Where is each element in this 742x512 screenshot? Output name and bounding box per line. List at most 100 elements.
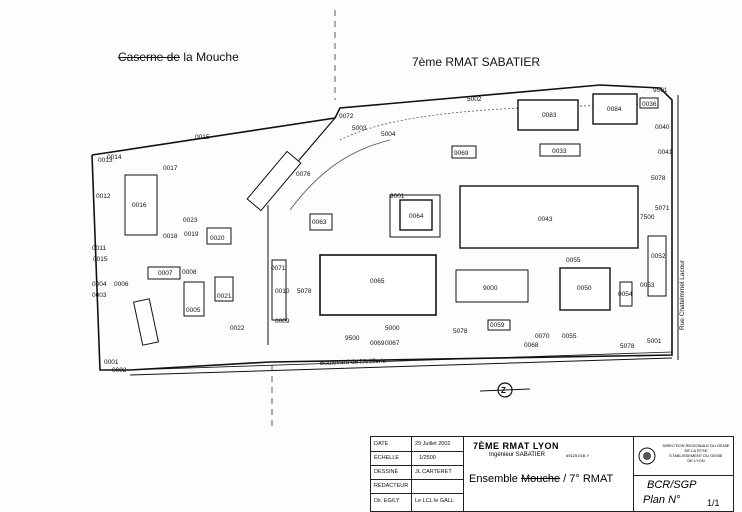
label-0003: 0003 — [92, 292, 107, 299]
label-0018: 0018 — [163, 233, 178, 240]
tb-plan-label: Plan N° — [643, 494, 681, 506]
label-0023: 0023 — [183, 217, 198, 224]
tb-hline — [633, 475, 733, 476]
label-0083: 0083 — [542, 112, 557, 119]
tb-direction-line: DIRECTION REGIONALE DU GENIE — [662, 443, 730, 448]
label-0020: 0020 — [210, 235, 225, 242]
label-5000: 5000 — [385, 325, 400, 332]
label-5078a: 5078 — [651, 175, 666, 182]
building-0054 — [619, 281, 633, 307]
label-0067: 0067 — [385, 340, 400, 347]
label-0059: 0059 — [490, 322, 505, 329]
title-block: DATE 29 Juillet 2002 ÉCHELLE 1/2500 DESS… — [370, 436, 734, 512]
building-0052 — [647, 235, 667, 297]
building-0016 — [124, 174, 158, 236]
label-0033: 0033 — [552, 148, 567, 155]
tb-rowline — [371, 465, 463, 466]
label-0016: 0016 — [132, 202, 147, 209]
tb-bcr: BCR/SGP — [647, 479, 697, 491]
label-0070: 0070 — [535, 333, 550, 340]
tb-direction-line: ETABLISSEMENT DU GENIE — [669, 453, 723, 458]
compass-label: Z — [501, 386, 506, 395]
label-0017: 0017 — [163, 165, 178, 172]
building-0063 — [309, 213, 333, 231]
building-0064 — [399, 199, 433, 231]
label-5078d: 5078 — [620, 343, 635, 350]
tb-engineer: Ingénieur SABATIER — [489, 452, 545, 458]
tb-drawn-value: JL CARTERET — [415, 469, 452, 475]
label-0009: 0009 — [275, 318, 290, 325]
tb-midline — [633, 437, 634, 511]
boulevard-line-inner — [127, 351, 673, 371]
building-9069 — [451, 145, 477, 159]
tb-drawn-label: DESSINÉ — [374, 469, 399, 475]
rue-label: Rue Chatelmmel Lacour — [679, 259, 686, 330]
label-5004: 5004 — [381, 131, 396, 138]
label-0004: 0004 — [92, 281, 107, 288]
boulevard-line — [129, 357, 673, 376]
label-0001: 0001 — [104, 359, 119, 366]
label-0076: 0076 — [296, 171, 311, 178]
label-0084: 0084 — [607, 106, 622, 113]
label-5002: 5002 — [467, 96, 482, 103]
header-center: 7ème RMAT SABATIER — [412, 55, 541, 69]
building-0076 — [246, 150, 302, 212]
tb-rowline — [371, 493, 463, 494]
rail-curve — [289, 139, 391, 211]
site-boundary — [91, 84, 673, 371]
building-0007 — [147, 266, 181, 280]
label-0043: 0043 — [538, 216, 553, 223]
building-9000 — [455, 269, 529, 303]
tb-direction: DIRECTION REGIONALE DU GENIE DE LA RTSE … — [661, 443, 731, 463]
tb-org: 7ÈME RMAT LYON — [473, 441, 560, 451]
label-0072: 0072 — [339, 113, 354, 120]
label-0012: 0012 — [96, 193, 111, 200]
tb-ensemble-suffix: / 7° RMAT — [560, 473, 614, 485]
label-9000: 9000 — [483, 285, 498, 292]
building-0020 — [206, 227, 232, 245]
label-9500: 9500 — [345, 335, 360, 342]
label-0021: 0021 — [217, 293, 232, 300]
tb-ensemble-struck: Mouche — [520, 473, 561, 485]
label-0055: 0055 — [562, 333, 577, 340]
label-0008: 0008 — [182, 269, 197, 276]
label-0053: 0053 — [640, 282, 655, 289]
label-0007: 0007 — [158, 270, 173, 277]
building-0033 — [539, 143, 581, 157]
label-0015: 0015 — [195, 134, 210, 141]
tb-direction-line: DE LA RTSE — [684, 448, 708, 453]
label-0064: 0064 — [409, 213, 424, 220]
tb-rowline — [371, 451, 463, 452]
building-0003 — [133, 298, 159, 346]
label-0011: 0011 — [92, 245, 106, 252]
label-0006: 0006 — [114, 281, 129, 288]
tb-editor-label: RÉDACTEUR — [374, 483, 409, 489]
label-0050: 0050 — [577, 285, 592, 292]
label-0002: 0002 — [112, 367, 127, 374]
label-0019: 0019 — [184, 231, 199, 238]
building-0084 — [592, 93, 638, 125]
label-0036: 0036 — [642, 101, 657, 108]
header-left-rest: la Mouche — [183, 50, 239, 64]
label-0010: 0010 — [275, 288, 290, 295]
label-0052: 0052 — [651, 253, 666, 260]
tb-scale-label: ÉCHELLE — [374, 455, 400, 461]
label-5001: 5001 — [647, 338, 662, 345]
label-9069: 9069 — [454, 150, 469, 157]
label-0015b: 0015 — [93, 256, 108, 263]
building-0043 — [459, 185, 639, 249]
label-9501: 9501 — [653, 87, 668, 94]
tb-scale-value: 1/2500 — [419, 455, 436, 461]
label-0022: 0022 — [230, 325, 245, 332]
label-0040: 0040 — [655, 124, 670, 131]
label-0063: 0063 — [312, 219, 327, 226]
label-0055b: 0055 — [566, 257, 581, 264]
label-5071: 5071 — [655, 205, 670, 212]
label-5078b: 5078 — [297, 288, 312, 295]
label-0054: 0054 — [618, 291, 633, 298]
building-0071 — [271, 259, 287, 321]
building-0005 — [183, 281, 205, 317]
tb-direction-line: DE LYON — [687, 458, 705, 463]
label-0041: 0041 — [658, 149, 673, 156]
